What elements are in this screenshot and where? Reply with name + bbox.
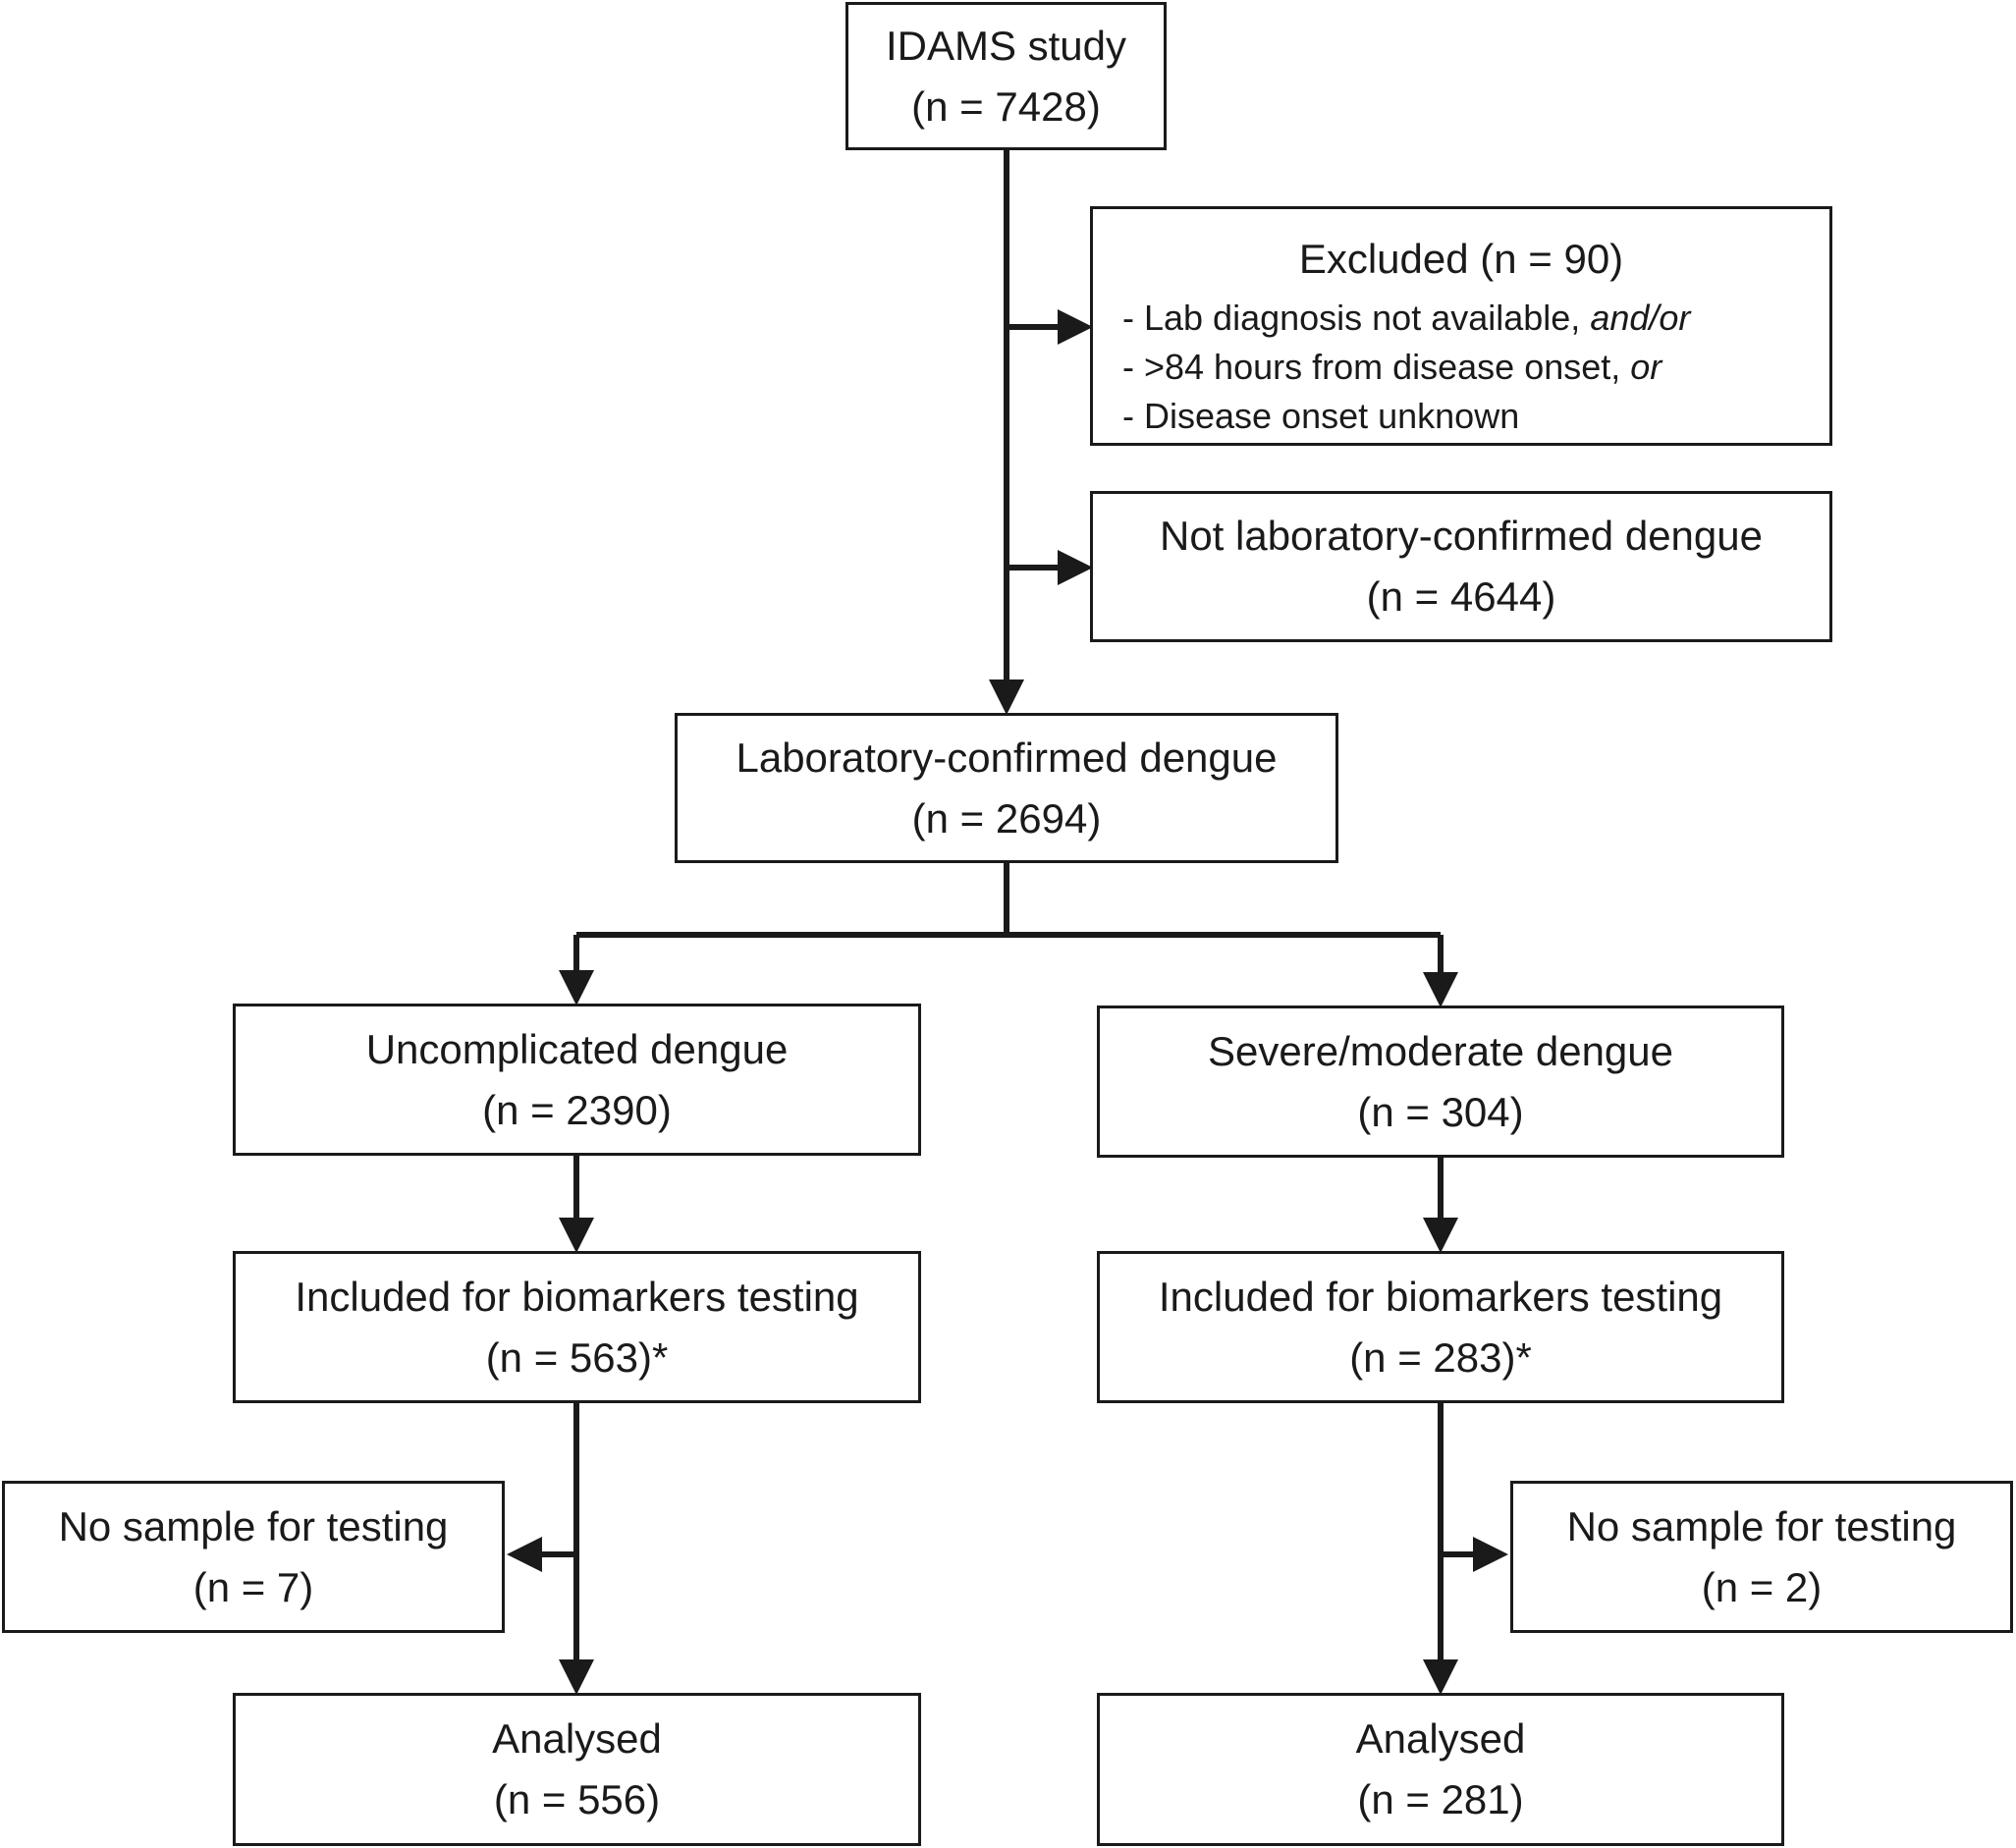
no-sample-left-box: No sample for testing (n = 7) <box>2 1481 505 1633</box>
idams-study-title: IDAMS study <box>885 22 1127 69</box>
included-right-count: (n = 283)* <box>1349 1333 1532 1381</box>
no-sample-right-title: No sample for testing <box>1566 1502 1957 1549</box>
analysed-right-title: Analysed <box>1355 1715 1526 1762</box>
severe-count: (n = 304) <box>1357 1088 1524 1135</box>
confirmed-box: Laboratory-confirmed dengue (n = 2694) <box>675 713 1338 863</box>
included-right-title: Included for biomarkers testing <box>1158 1273 1723 1320</box>
uncomplicated-title: Uncomplicated dengue <box>365 1025 789 1072</box>
severe-box: Severe/moderate dengue (n = 304) <box>1097 1006 1784 1158</box>
confirmed-count: (n = 2694) <box>911 794 1102 842</box>
analysed-left-count: (n = 556) <box>493 1776 661 1822</box>
uncomplicated-box: Uncomplicated dengue (n = 2390) <box>233 1004 921 1156</box>
excluded-reason-lab-diagnosis: - Lab diagnosis not available, and/or <box>1122 298 1691 338</box>
not-confirmed-box: Not laboratory-confirmed dengue (n = 464… <box>1090 491 1832 642</box>
not-confirmed-count: (n = 4644) <box>1366 573 1556 620</box>
analysed-left-box: Analysed (n = 556) <box>233 1693 921 1846</box>
not-confirmed-title: Not laboratory-confirmed dengue <box>1159 513 1763 559</box>
analysed-right-box: Analysed (n = 281) <box>1097 1693 1784 1846</box>
excluded-title: Excluded (n = 90) <box>1298 236 1624 282</box>
excluded-reason-onset-hours: - >84 hours from disease onset, or <box>1122 347 1662 387</box>
included-left-count: (n = 563)* <box>485 1333 669 1381</box>
severe-title: Severe/moderate dengue <box>1208 1027 1673 1074</box>
included-left-box: Included for biomarkers testing (n = 563… <box>233 1251 921 1403</box>
no-sample-right-box: No sample for testing (n = 2) <box>1510 1481 2013 1633</box>
excluded-reason-onset-unknown: - Disease onset unknown <box>1122 396 1520 436</box>
excluded-box: Excluded (n = 90) - Lab diagnosis not av… <box>1090 206 1832 446</box>
included-right-box: Included for biomarkers testing (n = 283… <box>1097 1251 1784 1403</box>
no-sample-left-title: No sample for testing <box>58 1502 449 1549</box>
excluded-reasons-list: - Lab diagnosis not available, and/or - … <box>1093 294 1690 441</box>
no-sample-right-count: (n = 2) <box>1701 1563 1823 1610</box>
included-left-title: Included for biomarkers testing <box>295 1273 859 1320</box>
confirmed-title: Laboratory-confirmed dengue <box>736 734 1278 781</box>
analysed-right-count: (n = 281) <box>1357 1776 1524 1822</box>
analysed-left-title: Analysed <box>492 1715 662 1762</box>
no-sample-left-count: (n = 7) <box>192 1563 314 1610</box>
idams-study-count: (n = 7428) <box>911 82 1101 130</box>
uncomplicated-count: (n = 2390) <box>482 1086 672 1133</box>
idams-study-box: IDAMS study (n = 7428) <box>845 2 1167 150</box>
